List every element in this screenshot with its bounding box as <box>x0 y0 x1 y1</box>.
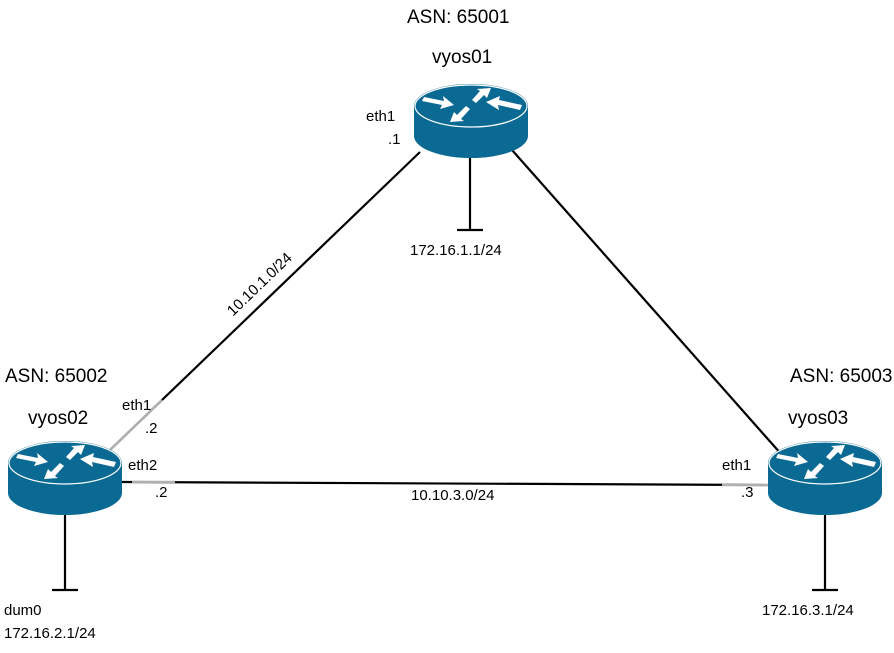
link-vyos01-vyos03 <box>511 149 783 456</box>
router-icon-vyos03 <box>767 440 883 516</box>
link-vyos02-vyos03 <box>121 480 771 487</box>
router-name-vyos02: vyos02 <box>28 408 89 429</box>
ip-label-vyos03: .3 <box>741 484 754 501</box>
ip-label-vyos01: .1 <box>388 131 401 148</box>
lan-stub-vyos01 <box>457 155 483 232</box>
router-icon-vyos02 <box>7 440 123 516</box>
lan-label-vyos01: 172.16.1.1/24 <box>410 242 502 259</box>
lan-label-vyos02: 172.16.2.1/24 <box>4 625 96 642</box>
lan-stub-vyos03 <box>812 512 838 592</box>
asn-label-vyos02: ASN: 65002 <box>5 366 108 387</box>
lan-stub-vyos02 <box>52 512 78 592</box>
ip2-label-vyos02: .2 <box>155 484 168 501</box>
ip1-label-vyos02: .2 <box>145 420 158 437</box>
asn-label-vyos01: ASN: 65001 <box>407 7 510 28</box>
iface2-label-vyos02: eth2 <box>128 457 158 474</box>
asn-label-vyos03: ASN: 65003 <box>790 366 893 387</box>
lan-iface-label-vyos02: dum0 <box>4 602 42 619</box>
iface1-label-vyos02: eth1 <box>122 397 152 414</box>
router-name-vyos01: vyos01 <box>432 47 493 68</box>
link-label-10-10-3: 10.10.3.0/24 <box>411 487 495 504</box>
iface-label-vyos03: eth1 <box>722 457 752 474</box>
lan-label-vyos03: 172.16.3.1/24 <box>762 602 854 619</box>
iface-label-vyos01: eth1 <box>366 108 396 125</box>
link-vyos02-eth1-segment <box>109 399 163 451</box>
router-icon-vyos01 <box>413 83 529 159</box>
router-name-vyos03: vyos03 <box>788 408 849 429</box>
